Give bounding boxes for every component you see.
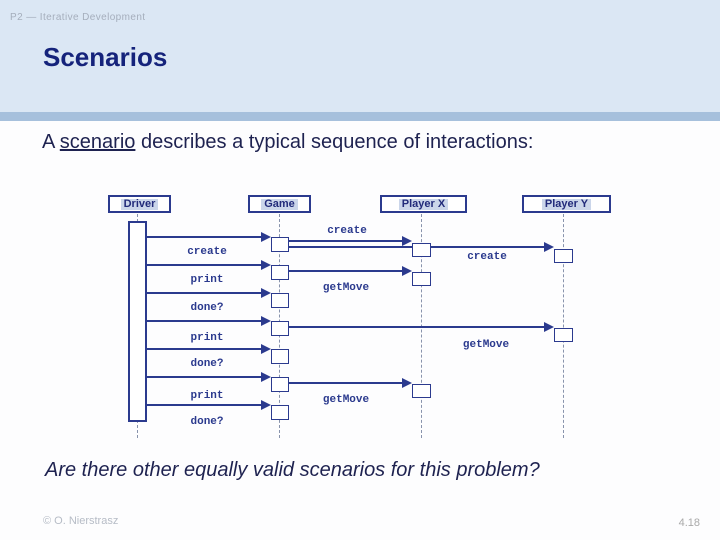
activation-box-player-x xyxy=(412,272,431,286)
message-label-create: create xyxy=(327,225,367,237)
message-label-create: create xyxy=(467,251,507,263)
object-label-player-x: Player X xyxy=(398,198,449,210)
message-label-getMove: getMove xyxy=(322,394,370,406)
activation-box-game xyxy=(271,237,289,252)
activation-box-player-x xyxy=(412,243,431,257)
message-line-getMove xyxy=(289,382,404,384)
arrowhead-icon xyxy=(261,400,271,410)
copyright-credit: © O. Nierstrasz xyxy=(43,515,119,527)
object-box-player-y: Player Y xyxy=(522,195,611,213)
arrowhead-icon xyxy=(261,232,271,242)
message-label-done: done? xyxy=(190,416,224,428)
arrowhead-icon xyxy=(261,260,271,270)
arrowhead-icon xyxy=(261,288,271,298)
arrowhead-icon xyxy=(261,372,271,382)
arrowhead-icon xyxy=(402,236,412,246)
activation-box-game xyxy=(271,377,289,392)
slide-header-band: P2 — Iterative Development Scenarios xyxy=(0,0,720,112)
message-label-getMove: getMove xyxy=(322,282,370,294)
message-label-print: print xyxy=(190,332,224,344)
message-line-create xyxy=(147,236,263,238)
message-label-print: print xyxy=(190,390,224,402)
message-label-done: done? xyxy=(190,302,224,314)
message-label-getMove: getMove xyxy=(462,339,510,351)
arrowhead-icon xyxy=(544,242,554,252)
page-title: Scenarios xyxy=(43,42,168,72)
arrowhead-icon xyxy=(402,378,412,388)
activation-box-game xyxy=(271,321,289,336)
activation-box-player-x xyxy=(412,384,431,398)
body-text: A scenario describes a typical sequence … xyxy=(42,131,533,154)
object-box-player-x: Player X xyxy=(380,195,467,213)
arrowhead-icon xyxy=(261,344,271,354)
message-line-getMove xyxy=(289,326,546,328)
message-line-create xyxy=(289,240,404,242)
activation-box-game xyxy=(271,405,289,420)
question-text: Are there other equally valid scenarios … xyxy=(45,459,540,481)
activation-box-game xyxy=(271,349,289,364)
message-label-done: done? xyxy=(190,358,224,370)
message-line-print xyxy=(147,320,263,322)
arrowhead-icon xyxy=(544,322,554,332)
body-text-prefix: A xyxy=(42,131,60,153)
object-label-game: Game xyxy=(261,198,298,210)
arrowhead-icon xyxy=(261,316,271,326)
arrowhead-icon xyxy=(402,266,412,276)
message-label-create: create xyxy=(187,246,227,258)
course-label: P2 — Iterative Development xyxy=(10,12,146,23)
message-line-print xyxy=(147,264,263,266)
object-label-player-y: Player Y xyxy=(541,198,592,210)
message-label-print: print xyxy=(190,274,224,286)
page-number: 4.18 xyxy=(678,517,700,529)
message-line-getMove xyxy=(289,270,404,272)
object-box-game: Game xyxy=(248,195,311,213)
activation-box-player-y xyxy=(554,249,573,263)
message-line-done xyxy=(147,404,263,406)
body-text-suffix: describes a typical sequence of interact… xyxy=(135,131,534,153)
object-label-driver: Driver xyxy=(120,198,159,210)
message-line-done xyxy=(147,348,263,350)
lifeline-player-y xyxy=(563,209,564,438)
message-line-done xyxy=(147,292,263,294)
activation-bar-driver xyxy=(128,221,147,422)
activation-box-game xyxy=(271,265,289,280)
header-divider-bar xyxy=(0,112,720,121)
activation-box-player-y xyxy=(554,328,573,342)
body-text-underlined-term: scenario xyxy=(59,131,136,153)
lifeline-player-x xyxy=(421,209,422,438)
activation-box-game xyxy=(271,293,289,308)
message-line-print xyxy=(147,376,263,378)
object-box-driver: Driver xyxy=(108,195,171,213)
